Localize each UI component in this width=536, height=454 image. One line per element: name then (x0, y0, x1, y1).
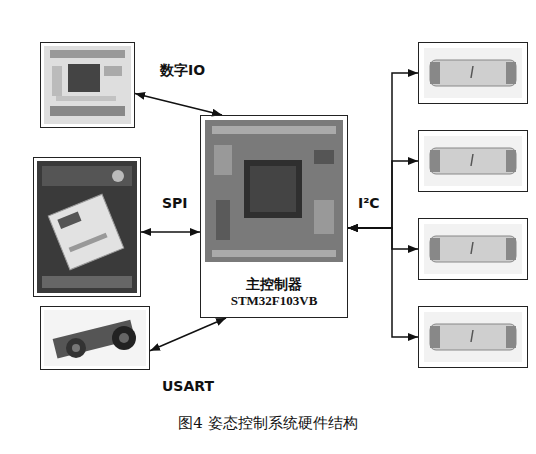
bus-arrow (348, 228, 418, 337)
bus-arrow (141, 231, 200, 233)
signal-label: 数字IO (158, 62, 207, 79)
module-box (418, 218, 528, 280)
module-box (40, 306, 150, 370)
bus-arrow (348, 228, 418, 249)
sensor-photo (37, 161, 137, 293)
bus-arrow (150, 318, 226, 351)
esc-photo (424, 312, 522, 362)
signal-label: SPI (160, 195, 190, 212)
module-box (418, 306, 528, 368)
controller-box: 主控制器STM32F103VB (200, 115, 348, 318)
node-title: 主控制器 (243, 275, 305, 293)
figure-caption: 图4 姿态控制系统硬件结构 (0, 414, 536, 434)
controller-photo (205, 120, 343, 262)
module-box (418, 130, 528, 192)
io-board-photo (44, 46, 131, 124)
module-box (33, 157, 141, 297)
node-subtitle: STM32F103VB (228, 293, 321, 310)
ultrasonic-photo (44, 310, 146, 366)
esc-photo (424, 136, 522, 186)
module-box (418, 42, 528, 104)
bus-arrow (348, 73, 418, 228)
signal-label: I²C (356, 195, 382, 212)
esc-photo (424, 48, 522, 98)
module-box (40, 42, 135, 128)
esc-photo (424, 224, 522, 274)
signal-label: USART (160, 378, 216, 395)
bus-arrow (348, 161, 418, 228)
bus-arrow (135, 94, 222, 115)
